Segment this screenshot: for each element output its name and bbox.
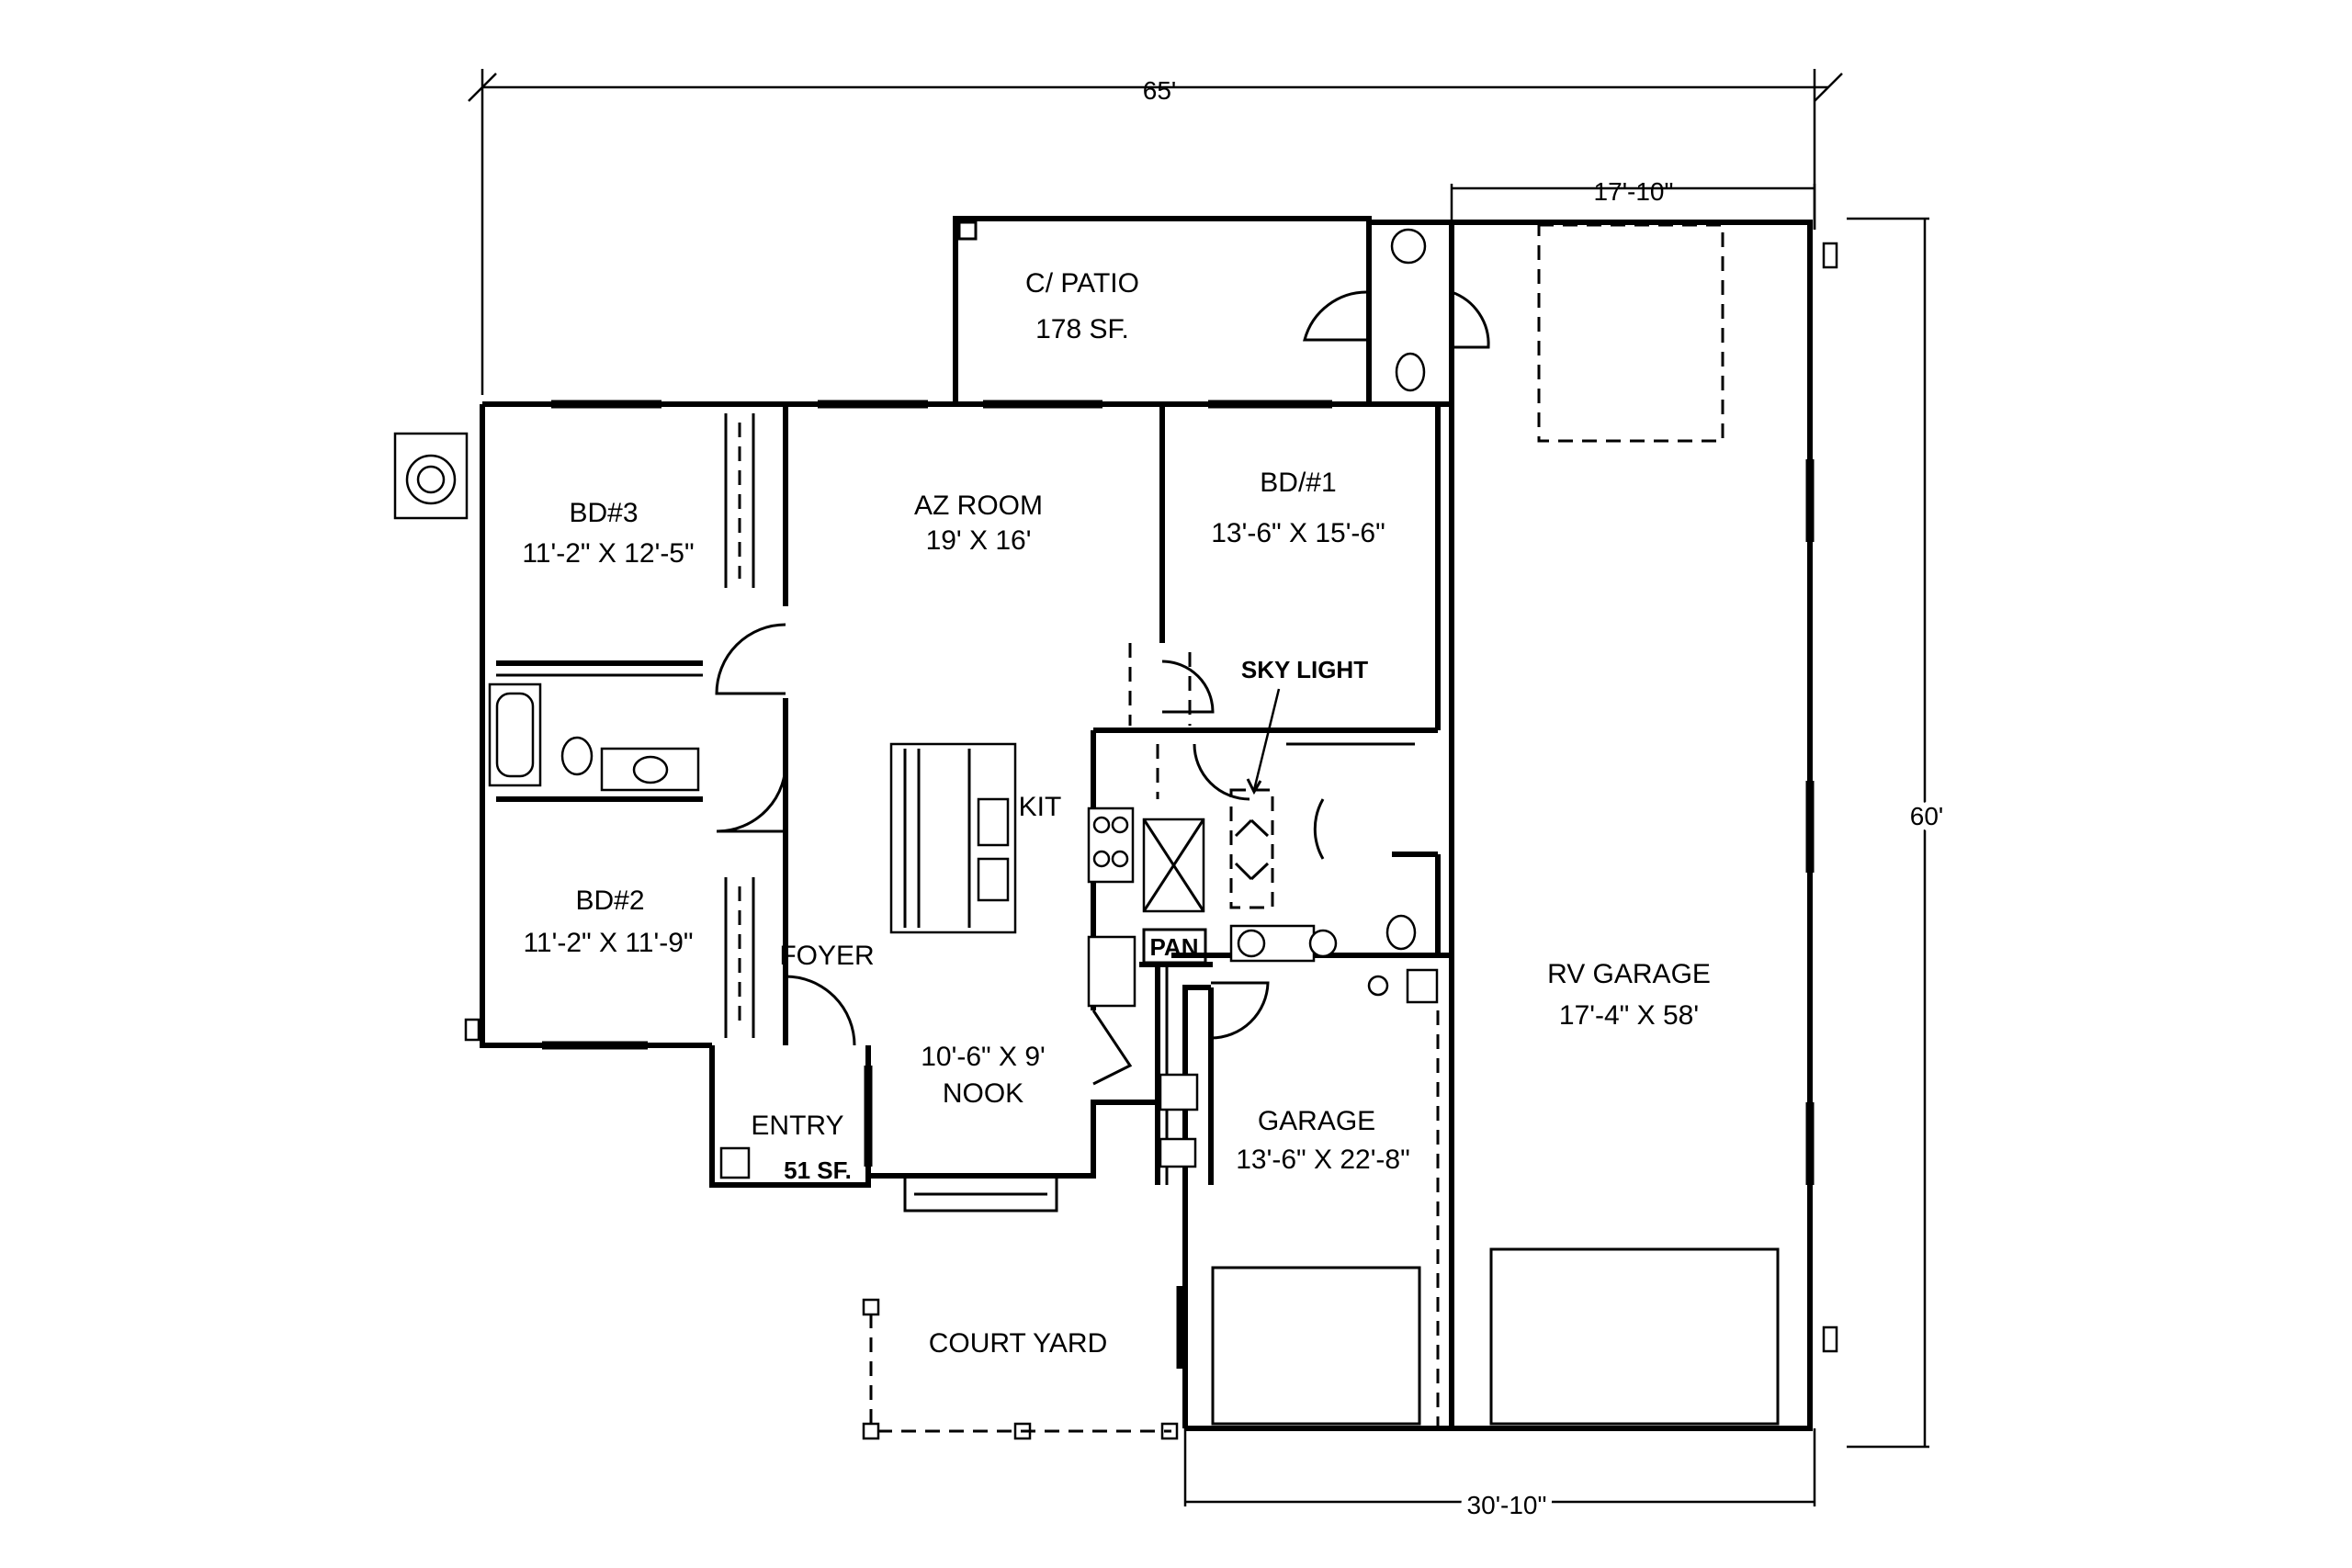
overall-depth-label: 60' — [1910, 802, 1944, 830]
patio-name: C/ PATIO — [1025, 268, 1139, 299]
bd1-name: BD/#1 — [1260, 468, 1336, 498]
nook-size: 10'-6" X 9' — [921, 1042, 1046, 1072]
rv-garage-name: RV GARAGE — [1547, 959, 1711, 989]
skylight-label: SKY LIGHT — [1241, 656, 1368, 683]
court-yard-wall — [869, 1314, 1171, 1433]
kitchen-name: KIT — [1019, 792, 1062, 822]
bd3-size: 11'-2" X 12'-5" — [522, 538, 694, 569]
bd3-name: BD#3 — [569, 498, 638, 528]
bd2-size: 11'-2" X 11'-9" — [523, 928, 693, 958]
fixtures — [393, 228, 1838, 1440]
garage-size: 13'-6" X 22'-8" — [1236, 1145, 1410, 1175]
az-room-size: 19' X 16' — [926, 525, 1032, 556]
court-yard-name: COURT YARD — [929, 1328, 1108, 1359]
skylight-arrowhead — [1246, 778, 1262, 795]
nook-name: NOOK — [943, 1078, 1023, 1109]
dimension-lines — [468, 69, 1929, 1506]
skylight-leader — [1252, 688, 1281, 791]
rv-garage-width-label: 17'-10" — [1594, 177, 1674, 206]
entry-name: ENTRY — [751, 1111, 843, 1141]
entry-area: 51 SF. — [784, 1156, 852, 1184]
pantry-name: PAN — [1150, 933, 1199, 961]
az-room-name: AZ ROOM — [914, 491, 1043, 521]
garage-doors — [1211, 223, 1780, 1426]
patio-area: 178 SF. — [1035, 314, 1129, 344]
bd1-size: 13'-6" X 15'-6" — [1211, 518, 1385, 548]
bd2-name: BD#2 — [575, 886, 644, 916]
garage-width-label: 30'-10" — [1467, 1491, 1547, 1519]
overall-width-label: 65' — [1143, 76, 1177, 105]
doors — [715, 290, 1490, 1086]
rv-garage-size: 17'-4" X 58' — [1559, 1000, 1699, 1031]
garage-name: GARAGE — [1258, 1106, 1375, 1136]
foyer-name: FOYER — [779, 941, 874, 971]
windows — [542, 400, 1815, 1369]
